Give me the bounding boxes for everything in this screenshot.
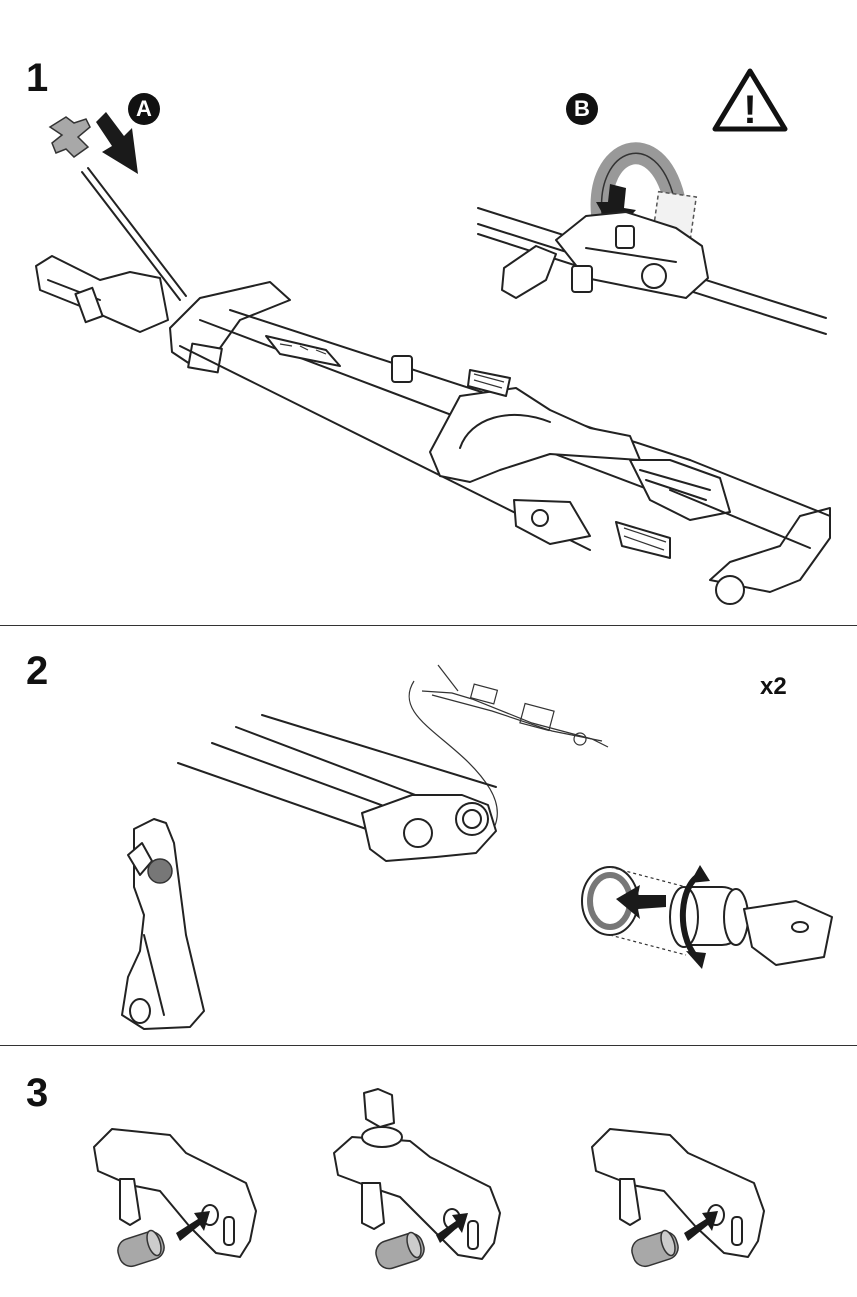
quantity-label: x2 xyxy=(760,673,787,700)
step-2: 2 x2 xyxy=(0,625,857,1045)
carrier-thumbnail xyxy=(421,664,609,748)
foot-bracket-3 xyxy=(591,1128,765,1268)
step-3: 3 xyxy=(0,1045,857,1292)
step-1: 1 A B ! xyxy=(0,0,857,625)
roof-bar-profile xyxy=(177,714,497,862)
step-number: 2 xyxy=(26,649,49,693)
foot-bracket xyxy=(121,818,205,1030)
rubber-pad xyxy=(48,116,91,158)
step-number: 3 xyxy=(26,1071,49,1115)
badge-b: B xyxy=(566,93,598,125)
divider-1 xyxy=(0,625,857,626)
strap-detail-inset xyxy=(477,142,827,335)
bike-carrier-illustration xyxy=(35,167,831,605)
foot-bracket-1 xyxy=(93,1128,257,1268)
warning-triangle-icon: ! xyxy=(712,68,788,132)
foot-bracket-2 xyxy=(333,1088,501,1270)
divider-2 xyxy=(0,1045,857,1046)
step-number: 1 xyxy=(26,56,49,100)
push-arrow-icon xyxy=(96,112,138,174)
lock-cylinder-detail xyxy=(581,865,833,969)
badge-a: A xyxy=(128,93,160,125)
warning-symbol: ! xyxy=(743,88,756,132)
